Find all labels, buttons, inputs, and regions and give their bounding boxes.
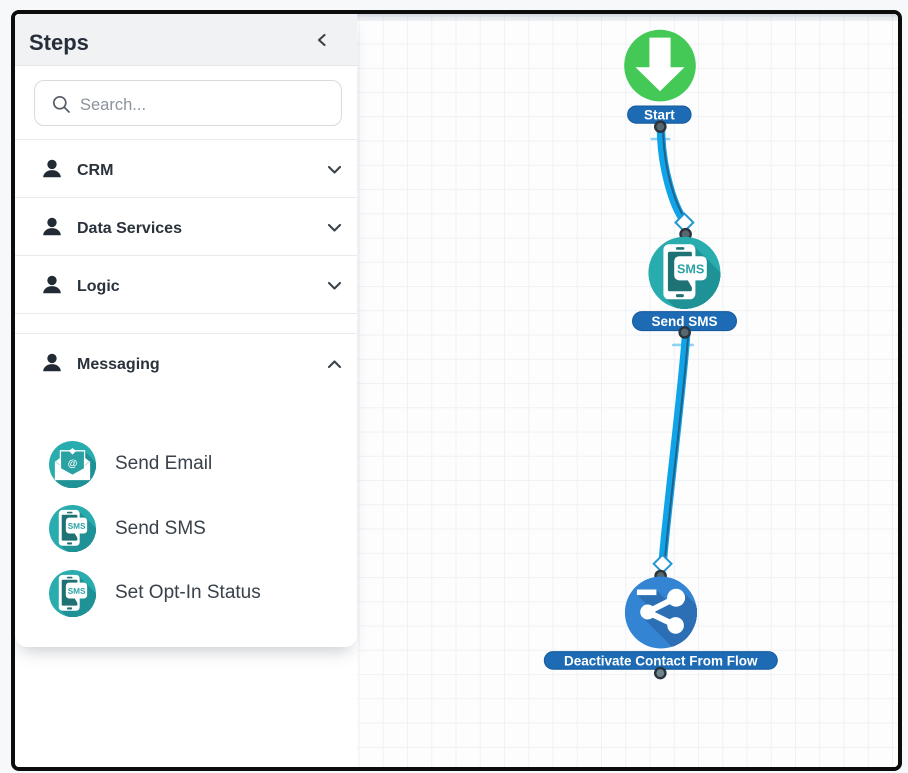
svg-text:Send SMS: Send SMS — [651, 314, 717, 329]
svg-text:Deactivate Contact From Flow: Deactivate Contact From Flow — [564, 653, 758, 668]
svg-text:Start: Start — [644, 108, 675, 123]
